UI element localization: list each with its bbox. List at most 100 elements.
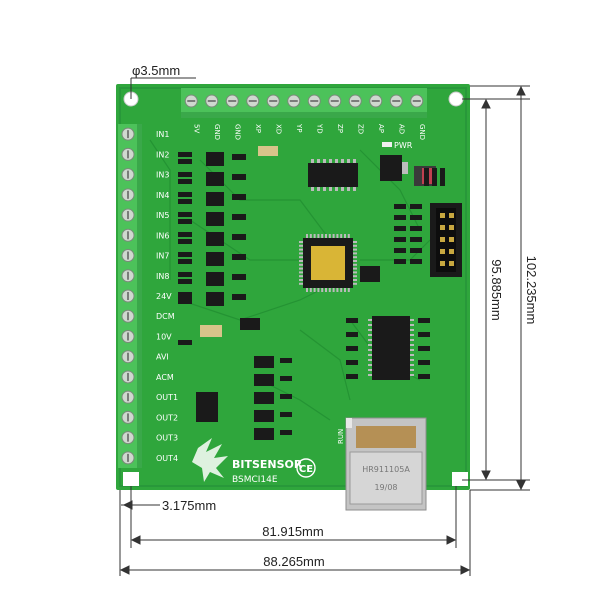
resistor xyxy=(410,215,422,220)
chip-pin xyxy=(410,334,414,336)
mcu-pin xyxy=(299,275,303,278)
chip-pin xyxy=(368,319,372,321)
resistor xyxy=(280,394,292,399)
resistor xyxy=(178,292,192,297)
resistor xyxy=(418,374,430,379)
mcu-pin xyxy=(313,234,316,238)
resistor xyxy=(232,174,246,180)
resistor xyxy=(346,318,358,323)
ceramic-cap xyxy=(200,325,222,337)
small-part xyxy=(432,168,437,186)
chip-pin xyxy=(323,187,326,191)
left-terminal-label: IN3 xyxy=(156,171,169,180)
left-terminal-label: IN1 xyxy=(156,130,169,139)
resistor xyxy=(280,358,292,363)
box-header-slot xyxy=(436,208,456,272)
mcu-pin xyxy=(353,248,357,251)
resistor xyxy=(418,360,430,365)
top-terminal-label: GND xyxy=(233,124,241,140)
resistor xyxy=(178,259,192,264)
mcu-pin xyxy=(332,288,335,292)
mcu-pin xyxy=(321,288,324,292)
mcu-pin xyxy=(353,271,357,274)
resistor xyxy=(232,254,246,260)
header-pin xyxy=(449,225,454,230)
resistor xyxy=(178,179,192,184)
soic-chip-top-pins xyxy=(311,159,356,191)
top-terminal-block xyxy=(181,88,427,118)
top-terminal-label: XD xyxy=(274,124,282,134)
header-pin xyxy=(449,249,454,254)
resistor xyxy=(394,204,406,209)
optocoupler xyxy=(206,192,224,206)
top-terminal-label: GND xyxy=(418,124,426,140)
mcu-pin xyxy=(309,288,312,292)
mcu-pin xyxy=(317,288,320,292)
mcu-pin xyxy=(336,234,339,238)
header-pin xyxy=(449,237,454,242)
chip-pin xyxy=(311,159,314,163)
output-transistor xyxy=(254,392,274,404)
board-height-label: 102.235mm xyxy=(524,256,539,325)
ce-mark-ring xyxy=(296,458,316,478)
resistor xyxy=(178,279,192,284)
left-terminal-label: OUT2 xyxy=(156,413,178,422)
left-terminal-label: OUT4 xyxy=(156,454,178,463)
output-transistor xyxy=(254,356,274,368)
resistor xyxy=(418,332,430,337)
resistor xyxy=(410,259,422,264)
edge-offset-label: 3.175mm xyxy=(162,498,216,513)
mcu-pin xyxy=(325,288,327,292)
chip-pin xyxy=(368,354,372,356)
resistor xyxy=(232,154,246,160)
mcu-pin xyxy=(328,234,331,238)
run-label: RUN xyxy=(337,429,345,444)
resistor xyxy=(280,376,292,381)
left-terminal-label: IN4 xyxy=(156,191,169,200)
chip-pin xyxy=(317,187,320,191)
chip-pin xyxy=(368,349,372,351)
header-pin xyxy=(440,261,445,266)
mcu-pin xyxy=(299,248,303,251)
chip-pin xyxy=(410,354,414,356)
mcu-pin xyxy=(299,244,303,247)
left-terminal-label: IN6 xyxy=(156,231,169,240)
resistor xyxy=(280,430,292,435)
mcu-pin xyxy=(344,288,346,292)
chip-pin xyxy=(341,187,344,191)
dimension-lines xyxy=(119,77,530,576)
mounting-pad-bl xyxy=(123,472,139,486)
board-width-label: 88.265mm xyxy=(263,554,324,569)
resistor-array-right xyxy=(346,168,445,379)
pcb-board xyxy=(116,84,470,490)
top-terminal-label: AP xyxy=(377,124,385,133)
chip-pin xyxy=(335,159,338,163)
mcu-pin xyxy=(306,234,308,238)
mcu-pin xyxy=(353,252,357,255)
hole-spacing-width-label: 81.915mm xyxy=(262,524,323,539)
resistor xyxy=(394,248,406,253)
output-transistor xyxy=(254,428,274,440)
regulator-tab xyxy=(402,162,408,174)
mcu-pin xyxy=(347,288,350,292)
eagle-logo xyxy=(192,438,228,482)
mcu-pin xyxy=(313,288,316,292)
resistor xyxy=(178,199,192,204)
resistor xyxy=(394,237,406,242)
brand-name: BITSENSOR xyxy=(232,458,303,471)
optocoupler xyxy=(206,172,224,186)
resistor xyxy=(178,296,192,301)
chip-pin xyxy=(410,369,414,371)
pwr-label: PWR xyxy=(394,141,413,150)
resistor xyxy=(410,237,422,242)
mounting-hole-tr xyxy=(448,91,464,107)
top-terminal-label: YD xyxy=(315,123,323,134)
header-pin xyxy=(440,237,445,242)
mcu-chip-pins xyxy=(299,234,357,292)
hole-spacing-height-label: 95.885mm xyxy=(489,259,504,320)
header-pin xyxy=(440,225,445,230)
top-terminal-label: YP xyxy=(295,123,303,133)
resistor xyxy=(410,204,422,209)
resistor xyxy=(178,299,192,304)
